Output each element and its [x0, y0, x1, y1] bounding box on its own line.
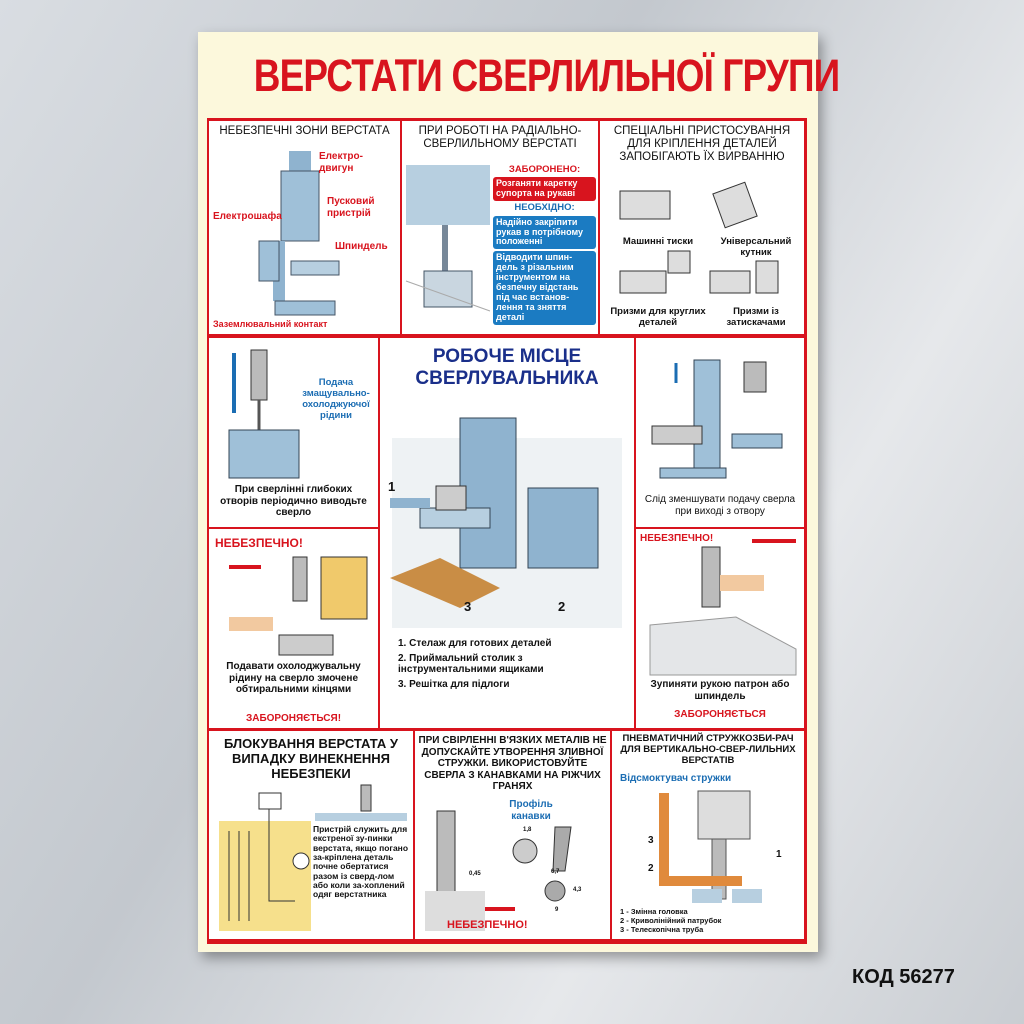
- necessary-box-2: Відводити шпин-дель з різальним інструме…: [493, 251, 596, 325]
- marker-1: 1: [776, 849, 782, 860]
- fixture-angle: Універсальний кутник: [720, 236, 792, 258]
- radial-drill-rules: ЗАБОРОНЕНО: Розганяти каретку супорта на…: [493, 164, 596, 325]
- marker-3: 3: [464, 599, 472, 614]
- panel-caption: При сверлінні глибоких отворів періодичн…: [220, 484, 367, 518]
- label-electrical-cabinet: Електрошафа: [213, 211, 282, 222]
- panel-caption: Слід зменшувати подачу сверла при виході…: [644, 494, 796, 517]
- panel-chuck-danger: НЕБЕЗПЕЧНО! Зупиняти рукою патрон або шп…: [636, 529, 804, 728]
- forbidden-box: Розганяти каретку супорта на рукаві: [493, 177, 596, 202]
- coolant-label: Подача змащувально-охолоджуючої рідини: [302, 377, 370, 421]
- label-start-device: Пусковий пристрій: [327, 196, 375, 219]
- dim-2: 0,45: [469, 871, 481, 877]
- dim-4: 4,3: [573, 887, 582, 893]
- panel-deep-holes: Подача змащувально-охолоджуючої рідини П…: [209, 338, 378, 527]
- label-ground-contact: Заземлювальний контакт: [213, 319, 328, 329]
- panel-coolant-danger: НЕБЕЗПЕЧНО! Подавати охолоджувальну ріди…: [209, 529, 378, 728]
- drill-press-illustration: [651, 359, 783, 479]
- panel-heading: БЛОКУВАННЯ ВЕРСТАТА У ВИПАДКУ ВИНЕКНЕННЯ…: [223, 736, 398, 781]
- panel-fixtures: СПЕЦІАЛЬНІ ПРИСТОСУВАННЯ ДЛЯ КРІПЛЕННЯ Д…: [600, 121, 804, 334]
- label-spindle: Шпиндель: [335, 241, 388, 252]
- warning-label: НЕБЕЗПЕЧНО!: [447, 919, 528, 931]
- legend-item-3: 3 - Телескопічна труба: [620, 925, 704, 934]
- panel-heading: ПРИ СВІРЛЕННІ В'ЯЗКИХ МЕТАЛІВ НЕ ДОПУСКА…: [418, 735, 607, 792]
- fixture-prisms-round: Призми для круглих деталей: [610, 306, 706, 328]
- workplace-legend: 1. Стелаж для готових деталей 2. Приймал…: [398, 638, 626, 690]
- radial-drill-illustration: [405, 165, 491, 312]
- fixture-prisms-clamps: Призми із затискачами: [726, 306, 786, 328]
- hand-chuck-illustration: [649, 539, 797, 676]
- panel-workplace: РОБОЧЕ МІСЦЕ СВЕРЛУВАЛЬНИКА 1 2 3 1. Сте…: [380, 338, 634, 728]
- drill-groove-illustration: [425, 810, 572, 931]
- forbidden-label: ЗАБОРОНЕНО:: [508, 164, 581, 175]
- chip-collector-illustration: [659, 790, 762, 903]
- dim-1: 1,8: [523, 827, 532, 833]
- label-motor: Електро- двигун: [319, 151, 363, 174]
- product-code: КОД 56277: [852, 966, 955, 988]
- panel-reduce-feed: Слід зменшувати подачу сверла при виході…: [636, 338, 804, 527]
- dim-3: 6,7: [551, 869, 560, 875]
- interlock-circuit-illustration: [219, 784, 407, 931]
- legend-item-2: 2 - Криволінійний патрубок: [620, 916, 722, 925]
- panel-heading: РОБОЧЕ МІСЦЕ СВЕРЛУВАЛЬНИКА: [415, 346, 599, 389]
- panel-radial-drill: ПРИ РОБОТІ НА РАДІАЛЬНО-СВЕРЛИЛЬНОМУ ВЕР…: [402, 121, 598, 334]
- panel-viscous-metals: ПРИ СВІРЛЕННІ В'ЯЗКИХ МЕТАЛІВ НЕ ДОПУСКА…: [415, 731, 610, 939]
- fixture-vise: Машинні тиски: [622, 236, 694, 247]
- poster: ВЕРСТАТИ СВЕРЛИЛЬНОЇ ГРУПИ НЕБЕЗПЕЧНІ ЗО…: [198, 32, 840, 952]
- profile-label: Профіль канавки: [509, 799, 553, 822]
- panel-heading: ПНЕВМАТИЧНИЙ СТРУЖКОЗБИ-РАЧ ДЛЯ ВЕРТИКАЛ…: [620, 733, 796, 766]
- marker-1: 1: [388, 479, 396, 494]
- necessary-label: НЕОБХІДНО:: [514, 202, 575, 214]
- panel-text: Пристрій служить для екстреної зу-пинки …: [313, 824, 409, 900]
- panel-danger-zones: НЕБЕЗПЕЧНІ ЗОНИ ВЕРСТАТА Електро- двигун…: [209, 121, 400, 334]
- necessary-box-1: Надійно закріпити рукав в потрібному пол…: [493, 215, 596, 250]
- legend-item-2: 2. Приймальний столик з інструментальним…: [398, 652, 544, 676]
- legend-item-1: 1. Стелаж для готових деталей: [398, 638, 552, 649]
- panel-caption: Зупиняти рукою патрон або шпиндель: [650, 679, 790, 702]
- panel-heading: ПРИ РОБОТІ НА РАДІАЛЬНО-СВЕРЛИЛЬНОМУ ВЕР…: [418, 125, 582, 151]
- panel-interlock: БЛОКУВАННЯ ВЕРСТАТА У ВИПАДКУ ВИНЕКНЕННЯ…: [209, 731, 413, 939]
- forbidden-label: ЗАБОРОНЯЄТЬСЯ!: [245, 713, 342, 724]
- poster-title: ВЕРСТАТИ СВЕРЛИЛЬНОЇ ГРУПИ: [253, 50, 840, 101]
- hand-coolant-illustration: [229, 556, 368, 656]
- warning-label: НЕБЕЗПЕЧНО!: [215, 536, 303, 550]
- deep-drilling-illustration: [228, 349, 300, 479]
- panel-heading: СПЕЦІАЛЬНІ ПРИСТОСУВАННЯ ДЛЯ КРІПЛЕННЯ Д…: [613, 125, 791, 164]
- panel-chip-collector: ПНЕВМАТИЧНИЙ СТРУЖКОЗБИ-РАЧ ДЛЯ ВЕРТИКАЛ…: [612, 731, 804, 939]
- suction-label: Відсмоктувач стружки: [620, 773, 732, 784]
- panel-caption: Подавати охолоджувальну рідину на сверло…: [226, 661, 361, 695]
- warning-label: НЕБЕЗПЕЧНО!: [640, 533, 714, 544]
- panel-heading: НЕБЕЗПЕЧНІ ЗОНИ ВЕРСТАТА: [219, 125, 390, 137]
- workplace-illustration: [390, 417, 622, 628]
- marker-3: 3: [648, 835, 654, 846]
- fixtures-illustration: [619, 181, 779, 294]
- marker-2: 2: [558, 599, 566, 614]
- marker-2: 2: [648, 863, 654, 874]
- forbidden-label: ЗАБОРОНЯЄТЬСЯ: [674, 709, 766, 720]
- vertical-drill-illustration: [258, 151, 340, 316]
- legend-item-1: 1 - Змінна головка: [620, 907, 688, 916]
- dim-5: 9: [555, 907, 559, 913]
- legend-item-3: 3. Решітка для підлоги: [398, 678, 510, 690]
